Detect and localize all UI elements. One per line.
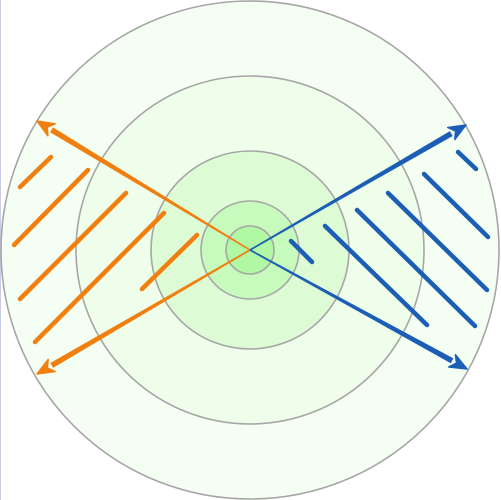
right-hatch-line-5 [322, 223, 430, 328]
arrow-down-right [249, 249, 468, 370]
arrow-up-right-shaft [249, 131, 453, 251]
right-hatch-line-4 [354, 207, 478, 329]
right-hatch-line-6 [288, 238, 315, 265]
right-hatch-line-1 [455, 149, 479, 172]
left-hatch-line-3 [17, 190, 129, 302]
right-arrow-sector [249, 124, 491, 370]
left-hatch-line-5 [139, 232, 200, 292]
left-hatch-line-2 [11, 167, 91, 248]
arrow-up-left-head [36, 120, 56, 137]
left-hatch-line-1 [17, 154, 54, 190]
left-hatch [11, 154, 200, 345]
left-hatch-line-4 [32, 210, 167, 345]
right-hatch [288, 149, 491, 329]
arrow-down-left [36, 249, 251, 375]
arrow-down-left-shaft [50, 249, 251, 368]
arrow-down-left-head [36, 358, 56, 375]
arrow-down-right-head [447, 353, 468, 370]
arrow-up-left-shaft [50, 127, 251, 251]
left-arrow-sector [11, 120, 251, 375]
arrow-up-right [249, 124, 467, 251]
arrow-down-right-shaft [249, 249, 454, 364]
arrow-up-left [36, 120, 251, 251]
right-hatch-line-2 [421, 171, 491, 240]
right-hatch-line-3 [385, 190, 490, 293]
arrow-up-right-head [447, 124, 467, 141]
